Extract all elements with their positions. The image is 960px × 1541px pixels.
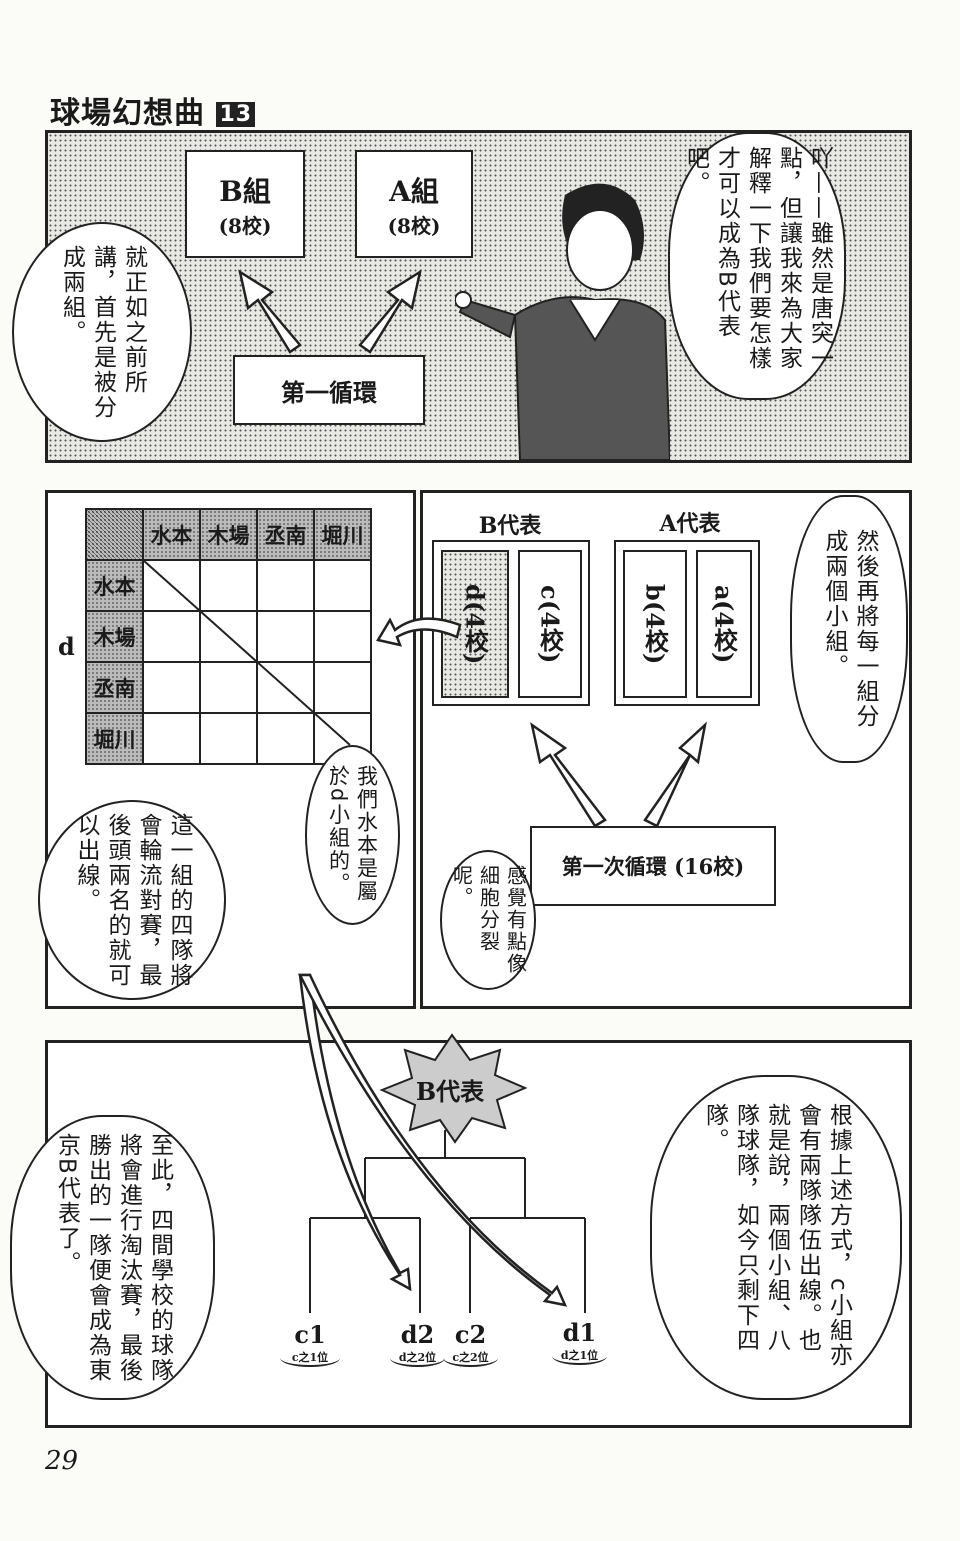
speech-bubble: 根據上述方式，c小組亦會有兩隊隊伍出線。也就是說，兩個小組、八隊球隊，如今只剩下… xyxy=(650,1075,902,1400)
bubble-text: 根據上述方式，c小組亦會有兩隊隊伍出線。也就是說，兩個小組、八隊球隊，如今只剩下… xyxy=(699,1103,854,1373)
column-header: 丞南 xyxy=(256,508,315,561)
speech-bubble: 吖——雖然是唐突一點，但讓我來為大家解釋一下我們要怎樣才可以成為B代表吧。 xyxy=(668,132,846,400)
b-rep-star-label: B代表 xyxy=(415,1077,485,1106)
speech-bubble: 然後再將每一組分成兩個小組。 xyxy=(790,495,908,763)
column-header: 木場 xyxy=(199,508,258,561)
teacher-character xyxy=(455,183,670,461)
a-rep-label: A代表 xyxy=(659,511,721,537)
group-a-count: (8校) xyxy=(387,213,441,238)
group-b-count: (8校) xyxy=(218,213,272,238)
group-b-name: B組 xyxy=(219,174,271,208)
bubble-text: 吖——雖然是唐突一點，但讓我來為大家解釋一下我們要怎樣才可以成為B代表吧。 xyxy=(682,146,833,371)
column-header: 堀川 xyxy=(313,508,372,561)
row-header: 丞南 xyxy=(85,661,144,714)
row-header: 木場 xyxy=(85,610,144,663)
star-burst xyxy=(379,1033,528,1144)
row-header: 堀川 xyxy=(85,712,144,765)
subgroup-c: c(4校) xyxy=(518,550,582,698)
group-a-box: A組 (8校) xyxy=(355,150,473,258)
group-b-box: B組 (8校) xyxy=(185,150,305,258)
split-arrows xyxy=(238,269,422,354)
bubble-text: 感覺有點像細胞分裂呢。 xyxy=(449,865,528,975)
first-round-16-label: 第一次循環 (16校) xyxy=(561,854,745,879)
league-table: 水本 木場 丞南 堀川 水本 木場 丞南 堀川 xyxy=(85,508,372,765)
speech-bubble: 至此，四間學校的球隊將會進行淘汰賽，最後勝出的一隊便會成為東京B代表了。 xyxy=(10,1115,215,1400)
group-a-name: A組 xyxy=(389,174,439,208)
series-title: 球場幻想曲 13 xyxy=(50,88,256,132)
a-rep-box xyxy=(614,540,760,706)
speech-bubble: 感覺有點像細胞分裂呢。 xyxy=(440,850,536,990)
speech-bubble: 這一組的四隊將會輪流對賽，最後頭兩名的就可以出線。 xyxy=(38,800,226,1000)
corner-cell xyxy=(85,508,144,561)
bubble-text-part: 根據上述方式，c小組亦會有兩隊隊伍出線。 xyxy=(794,1102,852,1368)
first-round-16-box: 第一次循環 (16校) xyxy=(530,826,776,906)
bubble-text: 這一組的四隊將會輪流對賽，最後頭兩名的就可以出線。 xyxy=(73,812,192,988)
subgroup-a: a(4校) xyxy=(696,550,752,698)
b-rep-label: B代表 xyxy=(478,513,542,539)
speech-bubble: 我們水本是屬於d小組的。 xyxy=(305,745,400,925)
column-header: 水本 xyxy=(142,508,201,561)
arrows xyxy=(376,617,707,828)
diagonal-line xyxy=(142,559,351,746)
page-number: 29 xyxy=(45,1446,79,1476)
group-d-label: d xyxy=(58,632,75,661)
tournament-bracket xyxy=(297,973,586,1313)
bubble-text: 就正如之前所講，首先是被分成兩組。 xyxy=(58,244,147,420)
volume-badge: 13 xyxy=(216,102,256,127)
subgroup-b: b(4校) xyxy=(623,550,687,698)
speech-bubble: 就正如之前所講，首先是被分成兩組。 xyxy=(12,222,192,442)
first-round-label: 第一循環 xyxy=(281,377,377,407)
first-round-box: 第一循環 xyxy=(233,355,425,425)
bubble-text: 然後再將每一組分成兩個小組。 xyxy=(821,529,878,729)
bubble-text: 至此，四間學校的球隊將會進行淘汰賽，最後勝出的一隊便會成為東京B代表了。 xyxy=(53,1132,173,1383)
title-text: 球場幻想曲 xyxy=(50,96,205,131)
row-header: 水本 xyxy=(85,559,144,612)
bubble-text-part: 也就是說，兩個小組、八隊球隊，如今只剩下四隊。 xyxy=(701,1102,821,1353)
bubble-text: 我們水本是屬於d小組的。 xyxy=(326,765,379,903)
